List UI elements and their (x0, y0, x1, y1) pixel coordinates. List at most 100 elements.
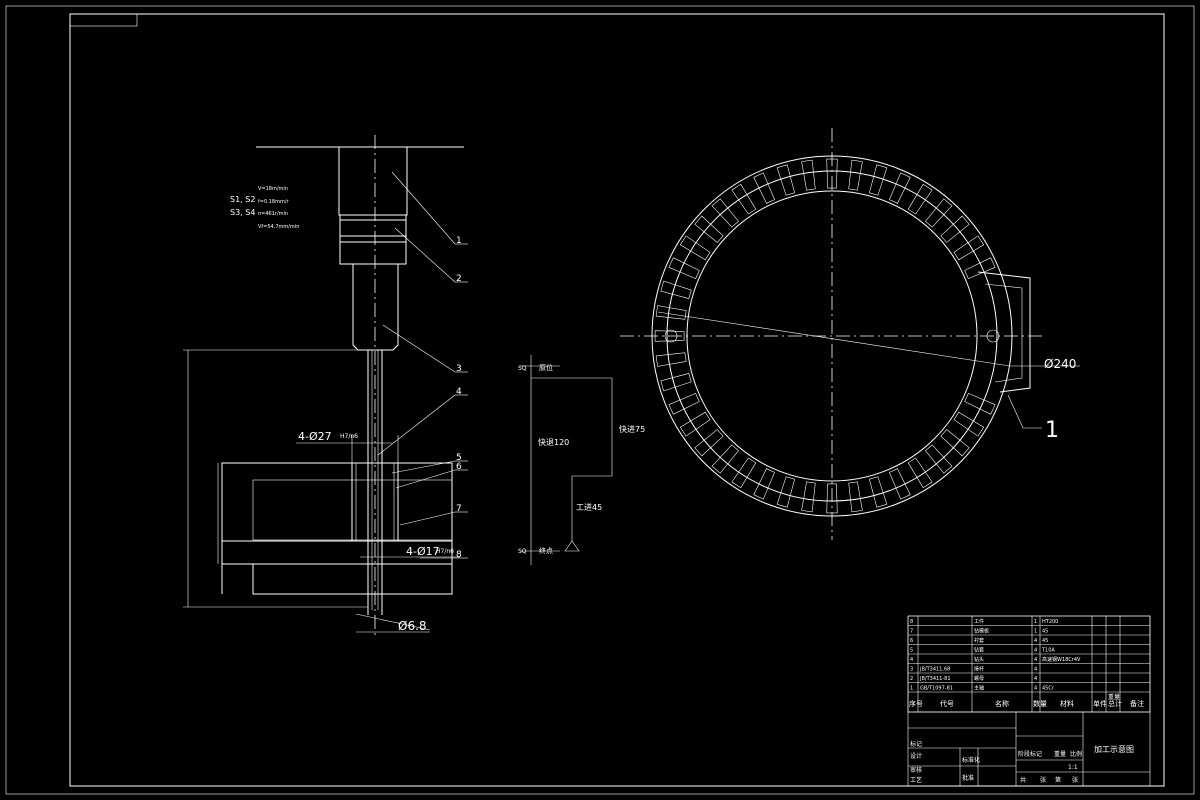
sheet-total-unit: 张 (1040, 776, 1046, 784)
housing-fin (655, 305, 687, 320)
housing-fin (925, 198, 953, 228)
bom-row-name: 主轴 (974, 685, 984, 692)
bom-row-name: 衬套 (974, 637, 984, 644)
housing-fin (679, 411, 711, 437)
cycle-fast-forward: 快进75 (619, 424, 645, 434)
bom-row-no: 5 (910, 648, 913, 654)
bom-row-material: 高速钢W18Cr4V (1042, 656, 1081, 663)
cycle-fast-back: 快退120 (538, 437, 569, 447)
station-s3s4: S3, S4 (230, 208, 255, 217)
bom-row-no: 8 (910, 619, 913, 625)
bom-row-qty: 4 (1034, 648, 1037, 654)
bom-row-name: 工件 (974, 618, 984, 625)
housing-fin (869, 476, 888, 508)
housing-fin (660, 373, 692, 392)
outer-border (5, 5, 1195, 795)
cut-param-vf: Vf=54.7mm/min (258, 224, 299, 230)
drawing-number-box (69, 13, 138, 27)
part-label-2: 2 (456, 274, 462, 284)
housing-fin (679, 235, 711, 261)
housing-fin (869, 164, 888, 196)
bom-row-material: T10A (1041, 648, 1055, 654)
bom-row-name: 钻套 (974, 647, 984, 654)
role-review: 审核 (910, 766, 922, 774)
housing-fin (731, 183, 757, 215)
bom-header-cell: 序号 (909, 699, 923, 708)
bom-row-code: JB/T3411-81 (919, 676, 951, 682)
bom-row-qty: 4 (1034, 676, 1037, 682)
cut-param-v: V=18m/min (258, 186, 288, 192)
housing-fin (940, 429, 970, 457)
stage-field: 阶段标记 (1018, 750, 1042, 758)
fit-lower-dia: 4-Ø17 (406, 545, 440, 558)
field-approve: 批准 (962, 774, 974, 782)
housing-fin (826, 158, 838, 189)
housing-fin (655, 352, 687, 367)
housing-fin (694, 215, 724, 243)
bom-header-cell: 备注 (1130, 699, 1144, 708)
fit-lower-tol: H7/n6 (436, 548, 454, 555)
station-s1s2: S1, S2 (230, 195, 255, 204)
balloon-1: 1 (1045, 418, 1059, 443)
bom-row-name: 螺母 (974, 675, 984, 682)
bom-row-qty: 4 (1034, 686, 1037, 692)
drawing-name: 加工示意图 (1094, 744, 1134, 754)
housing-fin (848, 481, 863, 513)
housing-fin (907, 457, 933, 489)
role-design: 设计 (910, 752, 922, 760)
working-cycle-diagram: SQ 原位 SQ 终点 快退120 快进75 工进45 (518, 355, 645, 565)
role-process: 工艺 (910, 776, 922, 784)
bom-row-material: 45Cr (1042, 686, 1055, 692)
cut-param-f: f=0.18mm/r (258, 199, 290, 205)
bom-header-cell: 总计 (1108, 699, 1122, 708)
sheet-no-unit: 张 (1072, 776, 1078, 784)
housing-fin (953, 235, 985, 261)
bom-header-cell: 名称 (995, 699, 1009, 708)
bom-row-name: 钻模板 (974, 628, 989, 635)
bom-row-code: JB/T3411.68 (919, 667, 950, 673)
bom-row-material: 45 (1042, 629, 1048, 635)
diameter-240: Ø240 (1044, 357, 1076, 371)
housing-fin (907, 183, 933, 215)
part-label-1: 1 (456, 236, 462, 246)
part-label-6: 6 (456, 462, 462, 472)
drill-diameter: Ø6.8 (398, 619, 427, 633)
housing-fin (654, 330, 685, 342)
bom-row-no: 4 (910, 657, 913, 663)
housing-fin (801, 159, 816, 191)
bom-row-qty: 4 (1034, 638, 1037, 644)
housing-fin (964, 257, 996, 279)
housing-fin (668, 257, 700, 279)
housing-top-view: Ø240 1 (620, 128, 1080, 540)
housing-fin (776, 476, 795, 508)
bom-row-name: 接杆 (974, 666, 984, 673)
housing-fin (753, 468, 775, 500)
bom-row-code: GB/T1097-81 (920, 686, 953, 692)
bom-row-qty: 4 (1034, 667, 1037, 673)
cycle-start-label: 原位 (539, 363, 553, 372)
bom-header-cell: 代号 (940, 699, 954, 708)
bom-row-no: 1 (910, 686, 913, 692)
fit-upper-tol: H7/n6 (340, 433, 358, 440)
housing-fin (953, 411, 985, 437)
housing-fin (848, 159, 863, 191)
part-label-7: 7 (456, 504, 462, 514)
housing-fin (776, 164, 795, 196)
bom-row-no: 2 (910, 676, 913, 682)
housing-fin (889, 172, 911, 204)
cut-param-n: n=461r/min (258, 211, 288, 217)
bom-row-qty: 1 (1034, 619, 1037, 625)
cycle-end-label: 终点 (539, 546, 553, 555)
part-label-8: 8 (456, 550, 462, 560)
stage-weight: 重量 (1054, 750, 1066, 758)
cycle-end-code: SQ (518, 548, 527, 555)
housing-fin (889, 468, 911, 500)
revision-header: 标记 (910, 740, 922, 748)
bom-header-cell: 材料 (1060, 699, 1074, 708)
housing-fin (660, 280, 692, 299)
part-label-3: 3 (456, 364, 462, 374)
housing-fin (668, 393, 700, 415)
bom-row-qty: 4 (1034, 657, 1037, 663)
